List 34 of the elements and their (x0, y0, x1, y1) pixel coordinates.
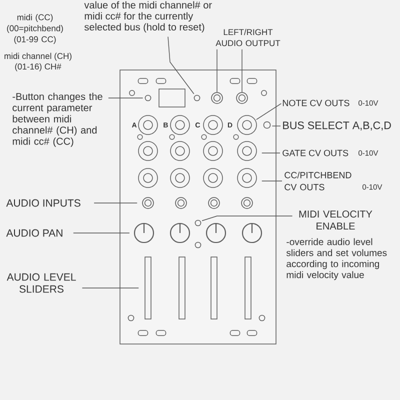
push-button (144, 94, 152, 102)
leader-line (256, 103, 282, 120)
jack (237, 168, 257, 188)
callout-label: AUDIO INPUTS (6, 199, 80, 207)
leader-line (216, 48, 218, 92)
callout-label: MIDI VELOCITY ENABLE (299, 210, 372, 230)
jack (236, 92, 248, 104)
note-text: midi (CC) (00=pitchbend) (01-99 CC) (7, 14, 63, 44)
jack (211, 92, 223, 104)
jack (237, 141, 257, 161)
callout-label: NOTE CV OUTS (282, 100, 350, 106)
callout-label: LEFT/RIGHT AUDIO OUTPUT (216, 28, 280, 46)
jack (142, 197, 154, 209)
leader-line (202, 216, 293, 222)
leader-line (94, 202, 138, 204)
leader-line (262, 180, 282, 182)
leader-line (168, 36, 194, 94)
callout-label: AUDIO PAN (6, 229, 62, 237)
leader-line (262, 152, 280, 154)
callout-label: GATE CV OUTS (282, 150, 348, 156)
callout-label: BUS SELECT A,B,C,D (283, 122, 391, 130)
slider-slot (144, 256, 152, 320)
leader-line (73, 232, 130, 234)
callout-text: value of the midi channel# or midi cc# for the currently selected bus (hold to reset) (84, 1, 212, 33)
note-text: -override audio level sliders and set volumes according to incoming midi velocity value (286, 238, 387, 280)
push-button (263, 121, 271, 129)
knob (134, 222, 154, 244)
push-button (194, 94, 200, 102)
callout-label: AUDIO LEVEL SLIDERS (6, 273, 76, 293)
jack (237, 115, 257, 135)
callout-text: -Button changes the current parameter between midi channel# (CH) and midi cc# (CC) (12, 92, 102, 147)
callout-label: CC/PITCHBEND CV OUTS (284, 172, 352, 190)
push-button (194, 220, 202, 226)
note-text: midi channel (CH) (01-16) CH# (4, 52, 72, 72)
